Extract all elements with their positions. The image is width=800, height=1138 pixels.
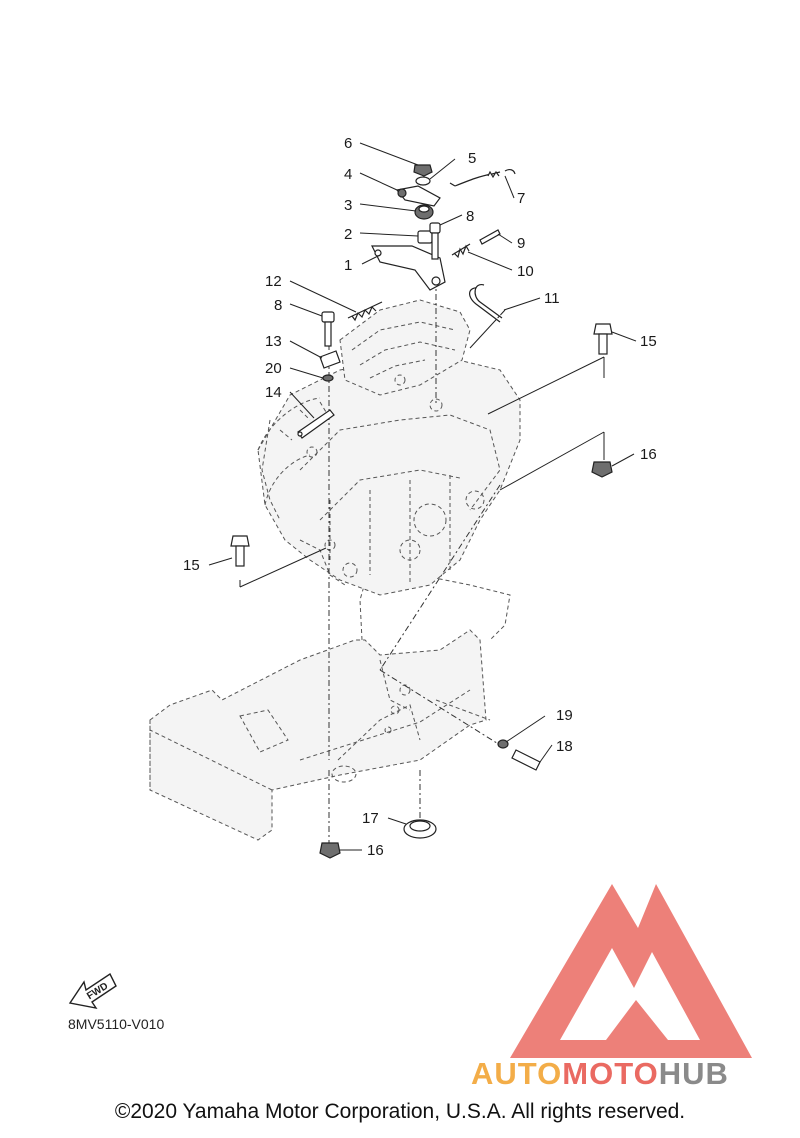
nut-16-right	[591, 461, 613, 478]
bolt-8-upper	[429, 222, 441, 260]
watermark-text: AUTOMOTOHUB	[471, 1054, 729, 1094]
hose-11	[469, 284, 503, 323]
bolt-15-left	[230, 535, 250, 567]
callout-10: 10	[517, 263, 534, 280]
diagram-code: 8MV5110-V010	[68, 1016, 165, 1032]
spring-10	[451, 243, 471, 259]
spring-12	[347, 301, 383, 322]
bolt-18	[511, 749, 541, 771]
collar-2	[417, 230, 433, 244]
callout-7: 7	[517, 190, 525, 207]
bolt-8-lower	[321, 311, 335, 347]
callout-12: 12	[265, 273, 282, 290]
washer-19	[497, 739, 509, 749]
strap-14	[297, 409, 335, 439]
screw-9	[479, 229, 501, 245]
bracket-1	[371, 245, 446, 291]
nut-16-bottom	[319, 842, 341, 859]
callout-16-right: 16	[640, 446, 657, 463]
washer-5	[415, 176, 431, 186]
watermark-text-hub: HUB	[658, 1056, 729, 1091]
callout-14: 14	[265, 384, 282, 401]
callout-16-bottom: 16	[367, 842, 384, 859]
callout-15-left: 15	[183, 557, 200, 574]
callout-17: 17	[362, 810, 379, 827]
callout-15-right: 15	[640, 333, 657, 350]
callout-8-lower: 8	[274, 297, 282, 314]
bushing-3	[414, 204, 434, 220]
watermark-text-moto: MOTO	[562, 1056, 659, 1091]
bolt-15-right	[593, 323, 613, 355]
callout-2: 2	[344, 226, 352, 243]
callout-19: 19	[556, 707, 573, 724]
plate-13	[319, 350, 341, 369]
grommet-17	[403, 819, 437, 839]
spring-7	[449, 168, 516, 187]
engine-assembly	[257, 299, 521, 596]
copyright-notice: ©2020 Yamaha Motor Corporation, U.S.A. A…	[114, 1100, 686, 1123]
frame-skid-plate	[149, 564, 511, 841]
callout-8-upper: 8	[466, 208, 474, 225]
callout-13: 13	[265, 333, 282, 350]
seal-20	[322, 374, 334, 382]
callout-11: 11	[544, 290, 560, 307]
callout-9: 9	[517, 235, 525, 252]
lever-4	[395, 185, 441, 207]
callout-1: 1	[344, 257, 352, 274]
callout-18: 18	[556, 738, 573, 755]
callout-6: 6	[344, 135, 352, 152]
nut-6	[413, 164, 433, 177]
callouts: 1 2 3 4 5 6 7 8 9 10 11 12 8 13 20 14 15…	[183, 135, 657, 859]
callout-5: 5	[468, 150, 476, 167]
callout-3: 3	[344, 197, 352, 214]
callout-4: 4	[344, 166, 352, 183]
fwd-arrow-icon: FWD	[68, 972, 117, 1010]
leaders	[208, 142, 637, 851]
callout-20: 20	[265, 360, 282, 377]
watermark-text-auto: AUTO	[471, 1056, 563, 1091]
watermark-logo-icon	[510, 884, 752, 1058]
